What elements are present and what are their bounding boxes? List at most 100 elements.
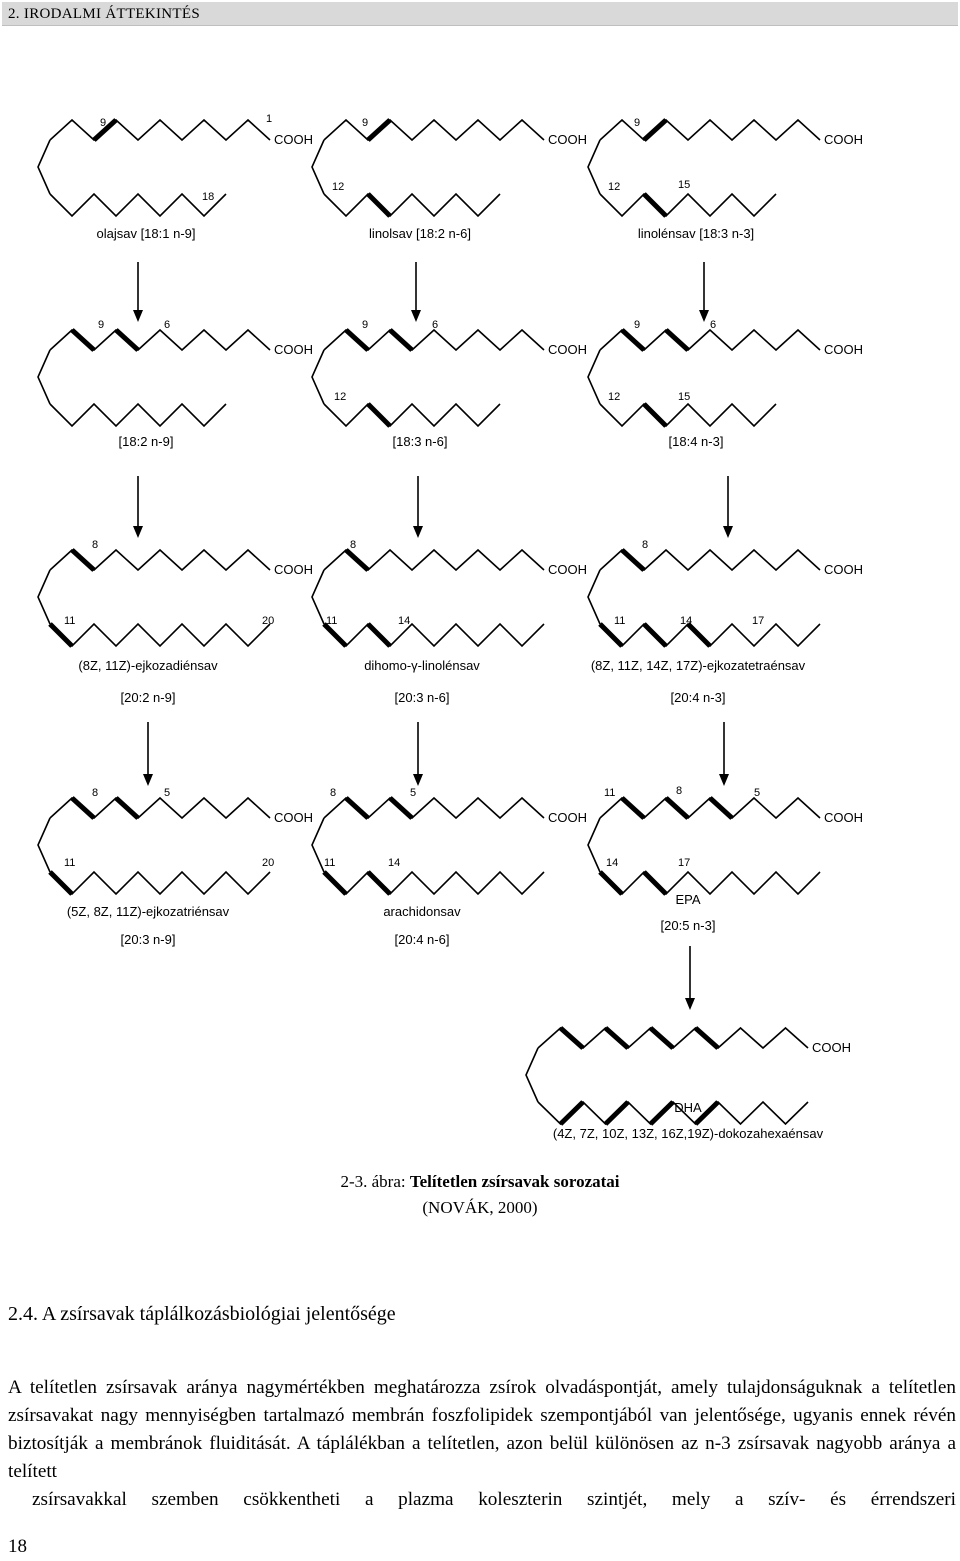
row2-molecule-1-position-1: 6 xyxy=(432,319,438,331)
row4-molecule-2-cooh-label: COOH xyxy=(824,810,863,825)
row2-arrow-1-head xyxy=(413,526,423,538)
row4-molecule-1-lower-chain-double-bond-0 xyxy=(322,870,348,896)
row4-molecule-2-lower-chain xyxy=(599,870,821,896)
chapter-header: 2. IRODALMI ÁTTEKINTÉS xyxy=(2,2,958,26)
row1-molecule-0-bend xyxy=(37,139,51,195)
row3-arrow-0-head xyxy=(143,774,153,786)
row4-arrow-dha-head xyxy=(685,998,695,1010)
row2-arrow-2-head xyxy=(723,526,733,538)
row4-molecule-1-bend xyxy=(311,817,325,873)
caption-source: (NOVÁK, 2000) xyxy=(422,1198,538,1217)
row3-molecule-2-bend xyxy=(587,569,601,625)
row5-molecule-dha-lower-chain-double-bond-1 xyxy=(603,1100,630,1126)
row1-molecule-2-cooh-label: COOH xyxy=(824,132,863,147)
row2-arrow-0-head xyxy=(133,526,143,538)
row4-molecule-0-upper-chain-double-bond-0 xyxy=(70,796,96,820)
row5-molecule-dha-upper-chain-double-bond-0 xyxy=(558,1026,585,1050)
row3-molecule-1-cooh-label: COOH xyxy=(548,562,587,577)
row2-molecule-2-bend xyxy=(587,349,601,405)
row1-label-1: linolsav [18:2 n-6] xyxy=(369,226,471,241)
row4-name-1: arachidonsav xyxy=(383,904,461,919)
row4-molecule-2-position-0: 11 xyxy=(604,787,615,799)
row4-molecule-1-position-1: 5 xyxy=(410,787,416,799)
row2-molecule-2-upper-chain-double-bond-0 xyxy=(620,328,646,352)
row2-molecule-1-bend xyxy=(311,349,325,405)
row5-formula: (4Z, 7Z, 10Z, 13Z, 16Z,19Z)-dokozahexaén… xyxy=(553,1126,824,1141)
row1-molecule-0-upper-chain xyxy=(49,118,271,142)
row4-molecule-0-cooh-label: COOH xyxy=(274,810,313,825)
row3-formula-0: [20:2 n-9] xyxy=(121,690,176,705)
row3-name-0: (8Z, 11Z)-ejkozadiénsav xyxy=(78,658,218,673)
row1-molecule-1-bend xyxy=(311,139,325,195)
row2-molecule-2-position-3: 15 xyxy=(678,391,690,403)
row4-molecule-2-position-3: 14 xyxy=(606,857,618,869)
row4-molecule-1-cooh-label: COOH xyxy=(548,810,587,825)
row4-molecule-1-upper-chain-double-bond-0 xyxy=(344,796,370,820)
row1-molecule-1-upper-chain xyxy=(323,118,545,142)
figure-caption: 2-3. ábra: Telítetlen zsírsavak sorozata… xyxy=(0,1172,960,1192)
row3-molecule-2-position-3: 17 xyxy=(752,615,764,627)
row3-molecule-1-position-0: 8 xyxy=(350,539,356,551)
row4-molecule-0-position-1: 5 xyxy=(164,787,170,799)
row2-molecule-2-lower-chain xyxy=(599,402,777,428)
row4-molecule-0-bend xyxy=(37,817,51,873)
row2-molecule-2-cooh-label: COOH xyxy=(824,342,863,357)
row2-molecule-0-position-1: 6 xyxy=(164,319,170,331)
paragraph-text: A telítetlen zsírsavak aránya nagymérték… xyxy=(8,1377,956,1482)
row3-molecule-2-lower-chain-double-bond-1 xyxy=(642,622,668,648)
row4-molecule-0-lower-chain xyxy=(49,870,271,896)
row3-name-1: dihomo-γ-linolénsav xyxy=(364,658,480,673)
row3-molecule-0-lower-chain-double-bond-0 xyxy=(48,622,74,648)
row1-molecule-1-position-0: 9 xyxy=(362,117,368,129)
row1-label-2: linolénsav [18:3 n-3] xyxy=(638,226,754,241)
row5-molecule-dha-upper-chain-double-bond-2 xyxy=(648,1026,675,1050)
row3-molecule-2-position-1: 11 xyxy=(614,615,625,627)
row4-molecule-1-position-3: 14 xyxy=(388,857,400,869)
row3-molecule-0-lower-chain xyxy=(49,622,271,648)
caption-title: Telítetlen zsírsavak sorozatai xyxy=(409,1172,620,1191)
row1-molecule-2-bend xyxy=(587,139,601,195)
row3-molecule-2-position-0: 8 xyxy=(642,539,648,551)
row3-molecule-2-cooh-label: COOH xyxy=(824,562,863,577)
row4-molecule-2-lower-chain-double-bond-1 xyxy=(642,870,668,896)
row5-name: DHA xyxy=(674,1100,702,1115)
row3-molecule-1-upper-chain-double-bond-0 xyxy=(344,548,370,572)
row1-molecule-2-position-1: 12 xyxy=(608,181,620,193)
row3-molecule-1-bend xyxy=(311,569,325,625)
row2-label-1: [18:3 n-6] xyxy=(393,434,448,449)
row4-molecule-1-position-2: 11 xyxy=(324,857,335,869)
row4-molecule-0-position-3: 20 xyxy=(262,857,274,869)
row3-name-2: (8Z, 11Z, 14Z, 17Z)-ejkozatetraénsav xyxy=(591,658,806,673)
row4-formula-2: [20:5 n-3] xyxy=(661,918,716,933)
row4-molecule-2-position-2: 5 xyxy=(754,787,760,799)
body-paragraph: A telítetlen zsírsavak aránya nagymérték… xyxy=(8,1374,956,1514)
row2-molecule-0-position-0: 9 xyxy=(98,319,104,331)
row2-molecule-2-position-0: 9 xyxy=(634,319,640,331)
row1-molecule-0-position-2: 1 xyxy=(266,113,272,125)
row1-molecule-0-lower-chain xyxy=(49,192,227,218)
row4-molecule-1-lower-chain xyxy=(323,870,545,896)
row5-molecule-dha-bend xyxy=(525,1047,539,1103)
row4-molecule-2-position-4: 17 xyxy=(678,857,690,869)
row4-molecule-0-position-0: 8 xyxy=(92,787,98,799)
row1-molecule-2-position-0: 9 xyxy=(634,117,640,129)
row3-molecule-1-lower-chain-double-bond-1 xyxy=(366,622,392,648)
row2-molecule-0-upper-chain-double-bond-0 xyxy=(70,328,96,352)
row2-molecule-1-position-0: 9 xyxy=(362,319,368,331)
row5-molecule-dha-lower-chain-double-bond-3 xyxy=(693,1100,720,1126)
row1-molecule-1-cooh-label: COOH xyxy=(548,132,587,147)
row2-molecule-2-position-1: 6 xyxy=(710,319,716,331)
row2-molecule-1-upper-chain-double-bond-0 xyxy=(344,328,370,352)
row1-molecule-2-upper-chain xyxy=(599,118,821,142)
row2-molecule-0-upper-chain-double-bond-1 xyxy=(114,328,140,352)
row1-molecule-0-upper-chain-double-bond-0 xyxy=(92,118,118,142)
row3-molecule-2-lower-chain-double-bond-0 xyxy=(598,622,624,648)
page-number: 18 xyxy=(8,1536,27,1557)
row2-molecule-1-upper-chain-double-bond-1 xyxy=(388,328,414,352)
row2-label-0: [18:2 n-9] xyxy=(119,434,174,449)
row3-arrow-2-head xyxy=(719,774,729,786)
row1-molecule-1-lower-chain-double-bond-0 xyxy=(366,192,392,218)
row2-molecule-1-lower-chain-double-bond-0 xyxy=(366,402,392,428)
row1-molecule-1-lower-chain xyxy=(323,192,501,218)
